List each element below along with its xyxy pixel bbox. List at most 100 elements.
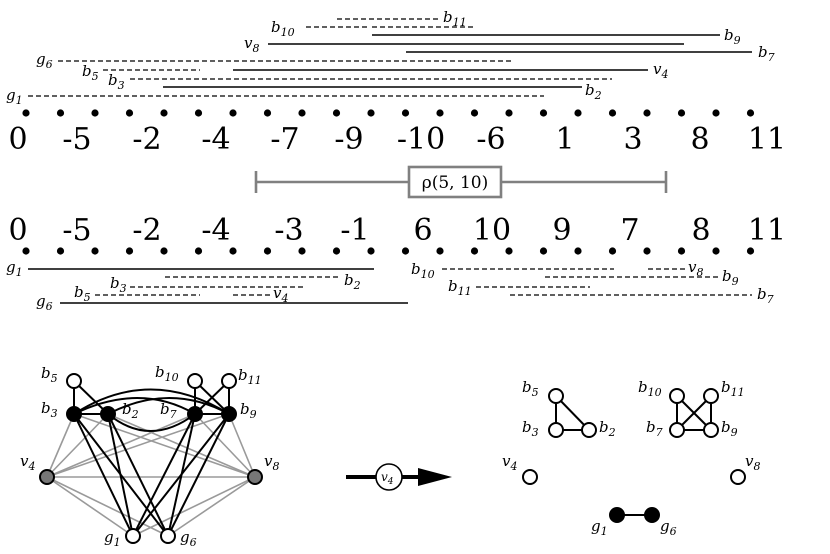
top-row-dot xyxy=(91,109,99,117)
label-b7: b7 xyxy=(758,43,775,64)
left-label-b3: b3 xyxy=(41,399,58,420)
top-row-dot xyxy=(332,109,341,117)
top-row-dot xyxy=(643,109,651,117)
left-graph: b5 b3 b2 b10 b11 b7 b9 v4 v8 g1 g6 xyxy=(20,363,279,549)
right-node-g1 xyxy=(609,507,625,523)
label-bottom-b10: b10 xyxy=(411,260,435,281)
right-label-g1: g1 xyxy=(591,517,608,538)
top-row-dot xyxy=(505,109,513,117)
bottom-num-12: 11 xyxy=(748,213,786,248)
bottom-row-dot xyxy=(160,247,168,255)
label-bottom-b7: b7 xyxy=(757,285,774,306)
left-label-g1: g1 xyxy=(104,528,121,549)
label-bottom-b11: b11 xyxy=(448,277,472,298)
label-bottom-v8: v8 xyxy=(688,258,703,279)
bottom-row-dot xyxy=(643,247,651,255)
bottom-num-4: -4 xyxy=(201,213,230,248)
right-label-b7: b7 xyxy=(646,418,663,439)
top-row-dot xyxy=(401,109,410,117)
rho-box xyxy=(407,165,503,199)
bottom-row-dot xyxy=(125,247,134,255)
left-node-b10 xyxy=(187,373,203,389)
top-num-11: 8 xyxy=(690,122,709,157)
top-number-sequence: 0 -5 -2 -4 -7 -9 -10 -6 1 3 8 11 xyxy=(8,122,786,157)
right-node-b10 xyxy=(669,388,685,404)
right-label-b5: b5 xyxy=(522,378,539,399)
left-label-b5: b5 xyxy=(41,364,58,385)
bottom-row-dot xyxy=(677,247,686,255)
top-num-10: 3 xyxy=(623,122,642,157)
top-row-dot xyxy=(677,109,686,117)
rho-label: ρ(5, 10) xyxy=(422,173,489,193)
bottom-num-2: -5 xyxy=(62,213,91,248)
right-label-b3: b3 xyxy=(522,418,539,439)
top-num-5: -7 xyxy=(270,122,299,157)
right-label-b9: b9 xyxy=(721,418,738,439)
left-label-b2: b2 xyxy=(122,400,139,421)
bottom-num-7: 6 xyxy=(413,213,432,248)
top-num-8: -6 xyxy=(476,122,505,157)
bottom-row-dot xyxy=(91,247,99,255)
top-row-dot xyxy=(746,109,755,117)
top-num-7: -10 xyxy=(397,122,445,157)
label-v8: v8 xyxy=(244,34,259,55)
right-graph-edges xyxy=(555,395,712,516)
right-node-b9 xyxy=(703,422,719,438)
bottom-row-dot xyxy=(229,247,237,255)
left-label-v8: v8 xyxy=(264,452,279,473)
bottom-row-dot xyxy=(194,247,203,255)
right-node-g6 xyxy=(644,507,660,523)
bottom-num-11: 8 xyxy=(691,213,710,248)
right-label-b11: b11 xyxy=(721,378,745,399)
right-graph: b5 b3 b2 b10 b11 b7 b9 v4 v8 g1 g6 xyxy=(502,378,760,538)
bottom-row-dot xyxy=(712,247,720,255)
label-b11: b11 xyxy=(443,8,467,29)
left-label-b7: b7 xyxy=(160,400,177,421)
bottom-left-interval-labels: g1 b3 b2 b5 v4 g6 xyxy=(6,258,361,313)
bottom-row-dot xyxy=(608,247,617,255)
label-bottom-v4: v4 xyxy=(273,284,288,305)
bottom-row-dot xyxy=(263,247,272,255)
left-node-b3 xyxy=(66,406,82,422)
left-node-b2 xyxy=(100,406,116,422)
bottom-right-interval-bars xyxy=(442,268,752,296)
top-num-2: -5 xyxy=(62,122,91,157)
top-row-dot xyxy=(539,109,548,117)
top-row-dot xyxy=(608,109,617,117)
top-row-dot xyxy=(229,109,237,117)
arrow-label: v4 xyxy=(381,470,394,487)
left-graph-black-edges xyxy=(73,380,230,537)
top-row-dot xyxy=(298,109,306,117)
right-label-v4: v4 xyxy=(502,452,517,473)
bottom-num-3: -2 xyxy=(132,213,161,248)
bottom-row-dot xyxy=(401,247,410,255)
bottom-row-dot xyxy=(56,247,65,255)
left-graph-gray-edges xyxy=(46,413,256,537)
arrow-head xyxy=(418,468,452,486)
right-label-g6: g6 xyxy=(660,517,677,538)
top-num-4: -4 xyxy=(201,122,230,157)
bottom-row-dot xyxy=(22,247,30,255)
label-b9: b9 xyxy=(724,26,741,47)
top-row-dot xyxy=(194,109,203,117)
bottom-num-10: 7 xyxy=(620,213,639,248)
left-node-v4 xyxy=(39,469,55,485)
bottom-num-8: 10 xyxy=(473,213,511,248)
bottom-row-dot xyxy=(298,247,306,255)
top-row-dot xyxy=(22,109,30,117)
bottom-row-dot xyxy=(367,247,375,255)
top-row-dot xyxy=(125,109,134,117)
label-b3: b3 xyxy=(108,71,125,92)
right-label-b10: b10 xyxy=(638,378,662,399)
left-node-b5 xyxy=(66,373,82,389)
bottom-row-dot xyxy=(746,247,755,255)
top-dot-row xyxy=(22,109,755,117)
label-bottom-b3: b3 xyxy=(110,274,127,295)
bottom-num-6: -1 xyxy=(340,213,369,248)
left-node-g1 xyxy=(125,528,141,544)
right-node-v4 xyxy=(522,469,538,485)
label-bottom-b5: b5 xyxy=(74,283,91,304)
arrow-node xyxy=(375,463,403,491)
